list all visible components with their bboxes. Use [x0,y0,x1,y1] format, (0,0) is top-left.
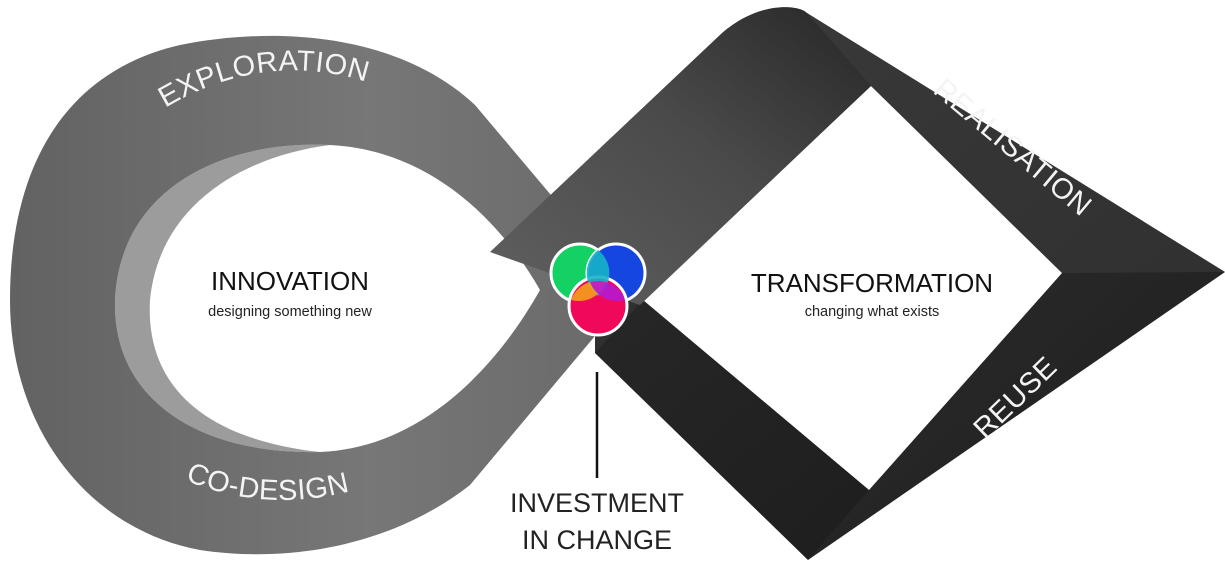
investment-label-line1: INVESTMENT [510,488,684,518]
transformation-subtitle: changing what exists [805,304,940,320]
crossing-band [490,7,871,306]
transformation-title: TRANSFORMATION [751,268,993,298]
left-loop-band [10,35,610,555]
overlapping-circles-icon [549,242,647,337]
investment-label-line2: IN CHANGE [522,525,672,555]
innovation-title: INNOVATION [211,266,369,296]
innovation-subtitle: designing something new [208,304,372,320]
